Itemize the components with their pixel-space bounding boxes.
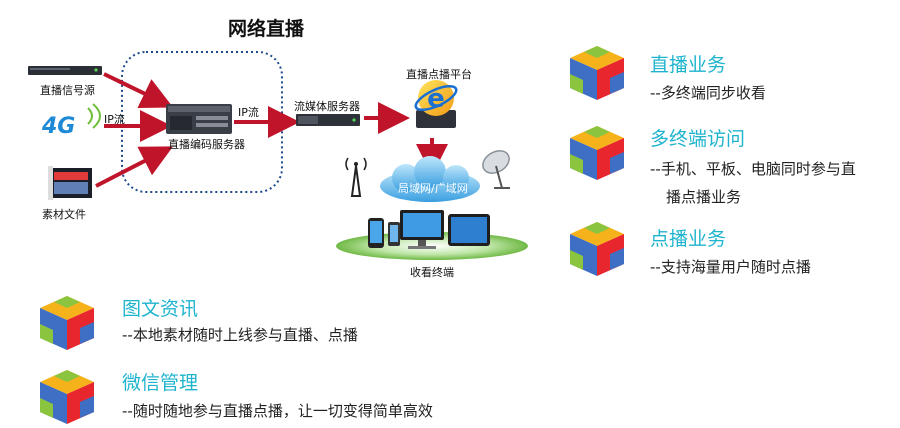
puzzle-cube-icon [570,46,624,100]
feature-title: 多终端访问 [650,128,746,150]
streaming-server-label: 流媒体服务器 [294,100,360,113]
material-file-label: 素材文件 [42,208,86,221]
feature-desc: --随时随地参与直播点播，让一切变得简单高效 [122,402,433,420]
terminals-label: 收看终端 [410,266,454,279]
encoder-server-icon [166,104,232,134]
signal-source-label: 直播信号源 [40,84,95,97]
puzzle-cube-icon [40,370,94,424]
diagram-title: 网络直播 [228,18,305,40]
satellite-dish-icon [482,150,510,189]
network-cloud-label: 局域网/广域网 [398,182,468,195]
network-cloud-icon [380,156,480,202]
4g-logo-icon [87,103,101,129]
feature-desc: --多终端同步收看 [650,84,766,102]
ip-stream-label-left: IP流 [104,113,125,126]
streaming-server-icon [296,114,360,126]
material-file-icon [48,166,92,200]
feature-title: 微信管理 [122,372,199,394]
network-diagram: e [28,51,528,260]
feature-desc: --手机、平板、电脑同时参与直 [650,160,856,178]
feature-title: 直播业务 [650,54,727,76]
feature-desc: --支持海量用户随时点播 [650,258,811,276]
4g-logo-text: 4G [42,114,76,139]
arrow-material-to-encoder [95,146,174,188]
encoder-server-label: 直播编码服务器 [168,138,245,151]
feature-title: 图文资讯 [122,298,199,320]
platform-ie-icon: e [414,80,458,128]
feature-title: 点播业务 [650,228,727,250]
platform-label: 直播点播平台 [406,68,472,81]
terminal-devices-icon [336,210,528,260]
arrow-signal-to-encoder [103,72,174,108]
puzzle-cube-icon [570,222,624,276]
puzzle-cube-icon [40,296,94,350]
ip-stream-label-right: IP流 [238,106,259,119]
feature-desc-cont: 播点播业务 [666,188,742,206]
feature-desc: --本地素材随时上线参与直播、点播 [122,326,358,344]
puzzle-cube-icon [570,126,624,180]
signal-source-device [28,66,102,75]
antenna-tower-icon [345,157,367,197]
